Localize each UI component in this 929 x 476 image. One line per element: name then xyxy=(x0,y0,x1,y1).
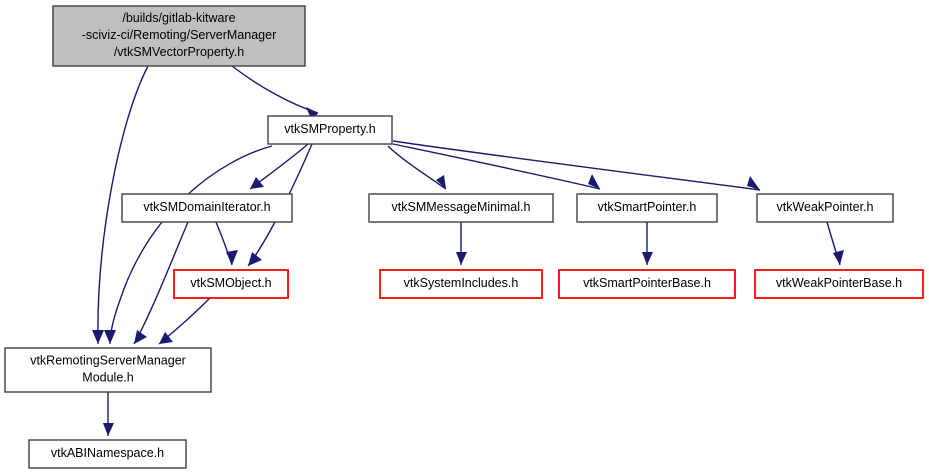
edge-remotingmodule-to-abinamespace xyxy=(103,392,114,436)
arrowhead-icon xyxy=(642,252,653,265)
node-label: vtkSMMessageMinimal.h xyxy=(392,200,531,214)
node-box[interactable] xyxy=(4,347,212,393)
node-label-line: /vtkSMVectorProperty.h xyxy=(114,45,244,59)
arrowhead-icon xyxy=(436,175,446,189)
edge-smartpointer-to-smartpointerbase xyxy=(642,222,653,265)
node-label: vtkWeakPointer.h xyxy=(776,200,873,214)
edge-line xyxy=(231,65,319,114)
node-label-line: vtkWeakPointer.h xyxy=(776,200,873,214)
node-label-line: vtkSMObject.h xyxy=(190,276,271,290)
node-label: vtkSystemIncludes.h xyxy=(404,276,519,290)
arrowhead-icon xyxy=(588,174,600,189)
edge-smproperty-to-weakpointer xyxy=(392,140,761,191)
edge-smproperty-to-smartpointer xyxy=(392,143,601,190)
arrowhead-icon xyxy=(103,423,114,436)
node-label-line: /builds/gitlab-kitware xyxy=(122,11,235,25)
edge-line xyxy=(133,221,189,345)
arrowhead-icon xyxy=(104,330,116,344)
edge-smobject-to-remotingmodule xyxy=(158,297,211,345)
node-label: vtkSmartPointerBase.h xyxy=(583,276,711,290)
node-messageminimal[interactable]: vtkSMMessageMinimal.hvtkSMMessageMinimal… xyxy=(368,193,554,223)
node-label: vtkSMDomainIterator.h xyxy=(143,200,270,214)
node-label-line: Module.h xyxy=(82,371,133,385)
node-domainiterator[interactable]: vtkSMDomainIterator.hvtkSMDomainIterator… xyxy=(121,193,293,223)
edge-smproperty-to-remotingmodule xyxy=(104,145,273,345)
node-label-line: vtkSmartPointerBase.h xyxy=(583,276,711,290)
node-label: vtkWeakPointerBase.h xyxy=(776,276,902,290)
node-label-line: vtkRemotingServerManager xyxy=(30,354,186,368)
edge-domainiterator-to-smobject xyxy=(215,221,238,266)
arrowhead-icon xyxy=(248,252,262,266)
node-box[interactable] xyxy=(379,269,543,299)
arrowhead-icon xyxy=(250,177,264,189)
node-label: vtkABINamespace.h xyxy=(51,446,164,460)
arrowhead-icon xyxy=(226,250,238,265)
node-label: vtkSmartPointer.h xyxy=(598,200,697,214)
node-smartpointerbase[interactable]: vtkSmartPointerBase.hvtkSmartPointerBase… xyxy=(558,269,736,299)
arrowhead-icon xyxy=(306,107,318,121)
node-root[interactable]: /builds/gitlab-kitware -sciviz-ci/Remotin… xyxy=(52,5,306,67)
edge-smproperty-to-messageminimal xyxy=(387,145,447,190)
arrowhead-icon xyxy=(747,176,760,190)
node-label-line: vtkSystemIncludes.h xyxy=(404,276,519,290)
node-label: vtkSMProperty.h xyxy=(284,122,376,136)
arrowhead-icon xyxy=(833,250,844,265)
node-box[interactable] xyxy=(754,269,924,299)
node-box[interactable] xyxy=(28,439,187,469)
edge-messageminimal-to-systemincludes xyxy=(456,222,467,265)
arrowhead-icon xyxy=(159,332,173,344)
edge-root-to-remotingmodule xyxy=(92,65,149,345)
node-box[interactable] xyxy=(368,193,554,223)
node-label: /builds/gitlab-kitware -sciviz-ci/Remotin… xyxy=(82,11,277,59)
edge-line xyxy=(387,145,447,190)
node-box[interactable] xyxy=(121,193,293,223)
node-label: vtkSMObject.h xyxy=(190,276,271,290)
node-box[interactable] xyxy=(558,269,736,299)
edge-line xyxy=(109,145,273,345)
node-label-line: vtkABINamespace.h xyxy=(51,446,164,460)
nodes-layer: /builds/gitlab-kitware -sciviz-ci/Remotin… xyxy=(4,5,924,469)
node-box[interactable] xyxy=(756,193,894,223)
edge-line xyxy=(392,143,601,190)
arrowhead-icon xyxy=(92,330,104,344)
node-box[interactable] xyxy=(267,115,393,145)
node-label-line: vtkSMMessageMinimal.h xyxy=(392,200,531,214)
arrowhead-icon xyxy=(134,330,147,344)
node-label-line: vtkSMDomainIterator.h xyxy=(143,200,270,214)
node-label-line: vtkWeakPointerBase.h xyxy=(776,276,902,290)
edge-smproperty-to-domainiterator xyxy=(249,143,309,190)
node-box[interactable] xyxy=(173,269,289,299)
node-box[interactable] xyxy=(576,193,718,223)
node-box[interactable] xyxy=(52,5,306,67)
edge-domainiterator-to-remotingmodule xyxy=(133,221,189,345)
edge-weakpointer-to-weakpointerbase xyxy=(826,221,844,266)
edge-root-to-smproperty xyxy=(231,65,319,121)
node-label-line: -sciviz-ci/Remoting/ServerManager xyxy=(82,28,277,42)
node-label-line: vtkSMProperty.h xyxy=(284,122,376,136)
edge-line xyxy=(392,140,761,191)
node-label-line: vtkSmartPointer.h xyxy=(598,200,697,214)
edges-layer xyxy=(92,65,844,436)
arrowhead-icon xyxy=(456,252,467,265)
edge-line xyxy=(97,65,149,345)
